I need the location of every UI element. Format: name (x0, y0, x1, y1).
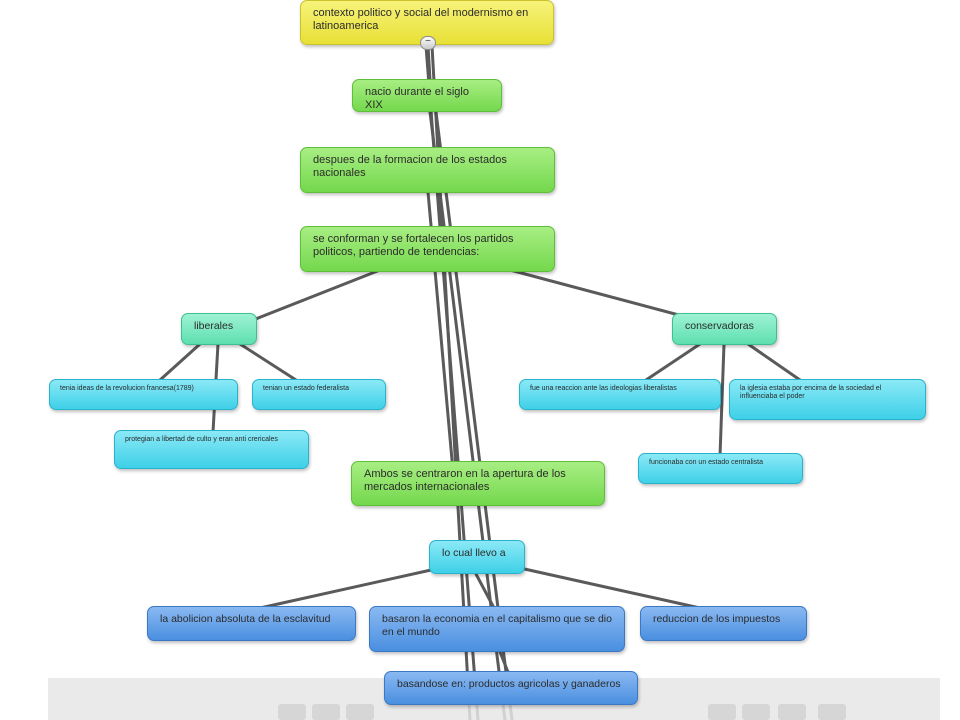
toolbar-button[interactable] (818, 704, 846, 720)
node-impuestos-label: reduccion de los impuestos (653, 613, 781, 625)
node-con-centralista-label: funcionaba con un estado centralista (649, 459, 764, 466)
node-siglo[interactable]: nacio durante el siglo XIX (352, 79, 502, 112)
node-impuestos[interactable]: reduccion de los impuestos (640, 606, 807, 641)
toolbar-button[interactable] (278, 704, 306, 720)
node-ambos[interactable]: Ambos se centraron en la apertura de los… (351, 461, 605, 506)
node-capitalismo-label: basaron la economia en el capitalismo qu… (382, 613, 612, 638)
connector-llevo-impuestos (518, 566, 702, 610)
node-lib-federalista[interactable]: tenian un estado federalista (252, 379, 386, 410)
node-despues[interactable]: despues de la formacion de los estados n… (300, 147, 555, 193)
connector-liberales-revolucion (158, 342, 202, 382)
connector-conservadoras-centralista (718, 342, 726, 458)
node-siglo-label: nacio durante el siglo XIX (365, 86, 469, 112)
connector-llevo-capitalismo (474, 572, 496, 610)
node-con-reaccion[interactable]: fue una reaccion ante las ideologias lib… (519, 379, 721, 410)
node-esclavitud-label: la abolicion absoluta de la esclavitud (160, 613, 331, 625)
toolbar-button[interactable] (778, 704, 806, 720)
node-basandose-label: basandose en: productos agricolas y gana… (397, 678, 621, 690)
node-lib-libertad-label: protegian a libertad de culto y eran ant… (125, 436, 278, 443)
node-basandose[interactable]: basandose en: productos agricolas y gana… (384, 671, 638, 705)
connector-capitalismo-basandose (498, 650, 510, 674)
toolbar-button[interactable] (312, 704, 340, 720)
node-con-iglesia[interactable]: la iglesia estaba por encima de la socie… (729, 379, 926, 420)
connector-partidos-conservadoras (508, 268, 692, 320)
toolbar-button[interactable] (346, 704, 374, 720)
node-capitalismo[interactable]: basaron la economia en el capitalismo qu… (369, 606, 625, 652)
toolbar-button[interactable] (742, 704, 770, 720)
toolbar-button[interactable] (708, 704, 736, 720)
collapse-toggle[interactable]: − (420, 36, 436, 50)
node-con-iglesia-label: la iglesia estaba por encima de la socie… (740, 385, 882, 401)
node-esclavitud[interactable]: la abolicion absoluta de la esclavitud (147, 606, 356, 641)
node-llevo-label: lo cual llevo a (442, 547, 506, 559)
node-liberales-label: liberales (194, 320, 234, 332)
node-conservadoras-label: conservadoras (685, 320, 754, 332)
node-con-reaccion-label: fue una reaccion ante las ideologias lib… (530, 385, 677, 392)
node-llevo[interactable]: lo cual llevo a (429, 540, 525, 574)
node-liberales[interactable]: liberales (181, 313, 257, 345)
node-conservadoras[interactable]: conservadoras (672, 313, 777, 345)
node-con-centralista[interactable]: funcionaba con un estado centralista (638, 453, 803, 484)
connector-llevo-esclavitud (258, 566, 442, 610)
connector-conservadoras-iglesia (746, 342, 802, 382)
node-lib-libertad[interactable]: protegian a libertad de culto y eran ant… (114, 430, 309, 469)
node-partidos-label: se conforman y se fortalecen los partido… (313, 233, 514, 259)
node-partidos[interactable]: se conforman y se fortalecen los partido… (300, 226, 555, 272)
connector-conservadoras-reaccion (644, 342, 702, 382)
node-ambos-label: Ambos se centraron en la apertura de los… (364, 468, 566, 494)
node-lib-federalista-label: tenian un estado federalista (263, 385, 350, 392)
node-lib-revolucion-label: tenia ideas de la revolucion francesa(17… (60, 385, 194, 392)
root-node-label: contexto politico y social del modernism… (313, 7, 529, 33)
node-lib-revolucion[interactable]: tenia ideas de la revolucion francesa(17… (49, 379, 238, 410)
connector-partidos-liberales (246, 268, 382, 324)
connector-liberales-federalista (238, 342, 298, 382)
node-despues-label: despues de la formacion de los estados n… (313, 154, 507, 180)
